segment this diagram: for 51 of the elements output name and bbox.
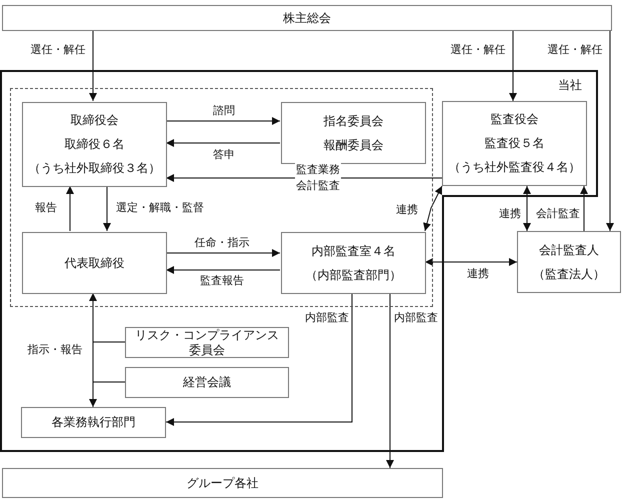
box-text: グループ各社 — [186, 476, 258, 490]
connector-arrow — [166, 139, 280, 147]
connector-arrow — [509, 30, 517, 102]
box-text: 内部監査室４名 — [312, 244, 396, 258]
box-text: 代表取締役 — [64, 256, 124, 270]
company-boundary — [0, 70, 598, 452]
box-text: 指名委員会 — [324, 114, 384, 128]
org-box — [2, 5, 612, 31]
box-text: （監査法人） — [533, 266, 605, 282]
org-box — [21, 407, 166, 438]
org-box — [22, 102, 167, 187]
edge-label: 指示・報告 — [28, 342, 82, 358]
box-text: 報酬委員会 — [324, 138, 384, 152]
connector-arrow — [424, 258, 518, 266]
edge-label: 選定・解職・監督 — [116, 200, 204, 216]
org-box — [281, 102, 426, 164]
box-text: 株主総会 — [283, 10, 331, 26]
org-box — [517, 231, 621, 293]
org-box — [2, 468, 443, 498]
box-text: 監査役会 — [490, 112, 538, 127]
box-text: 取締役６名 — [64, 137, 124, 152]
box-text: 経営会議 — [183, 375, 231, 390]
connector-arrow — [166, 292, 352, 426]
connector-arrow — [103, 186, 111, 232]
connector-arrow — [580, 186, 588, 232]
box-text: リスク・コンプライアンス委員会 — [134, 328, 280, 358]
connector-arrow — [89, 30, 97, 102]
connector-arrow — [166, 117, 280, 125]
box-text: （うち社外監査役４名） — [448, 160, 580, 175]
box-text: （内部監査部門） — [306, 268, 402, 282]
edge-label: 監査報告 — [200, 273, 244, 289]
box-text: （うち社外取締役３名） — [28, 161, 160, 176]
org-box — [22, 232, 167, 294]
box-text: 取締役会 — [70, 113, 118, 128]
box-text: 各業務執行部門 — [52, 415, 136, 430]
dashed-group-box — [10, 88, 433, 307]
org-box — [281, 232, 426, 294]
box-text: 監査役５名 — [484, 136, 544, 151]
org-box — [125, 367, 289, 398]
connector-arrow — [166, 249, 280, 257]
edge-label: 報告 — [35, 200, 57, 216]
connector-arrow — [423, 186, 442, 232]
boundary-label: 当社 — [558, 77, 582, 94]
connector-arrow — [166, 266, 280, 274]
connector-arrow — [523, 186, 531, 232]
org-box — [442, 101, 587, 186]
connector-arrow — [386, 292, 394, 468]
connector-arrow — [66, 186, 74, 232]
connector-arrow — [89, 292, 97, 408]
box-text: 会計監査人 — [539, 242, 599, 258]
connector-arrow — [606, 30, 614, 232]
